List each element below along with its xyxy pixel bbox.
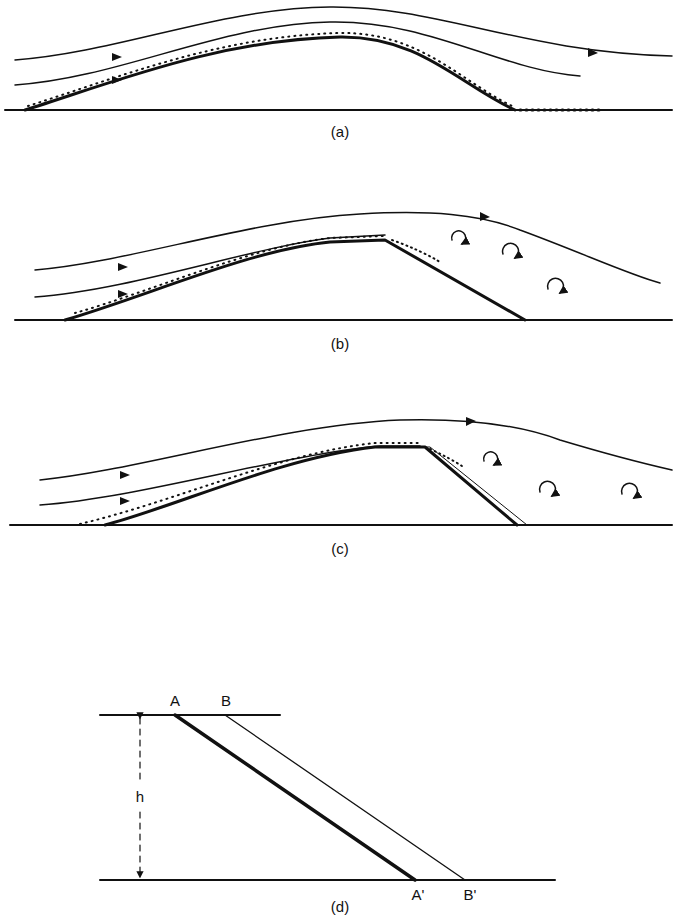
dune-profile [65,240,525,320]
flow-arrowhead [118,290,128,298]
panel-label: (c) [329,540,351,557]
flow-arrowhead [112,53,122,61]
panel-d [100,715,555,880]
panel-label: (d) [329,898,351,915]
flow-arrowhead [480,212,490,221]
flow-arrowhead [118,263,128,271]
height-dimension [139,812,140,877]
streamline [35,235,385,297]
slip-face-initial [175,715,415,880]
flow-arrowhead [112,76,122,84]
advanced-slip-face [425,447,527,525]
point-label: A [168,692,182,709]
eddy [622,483,638,498]
eddy [548,278,564,293]
point-label: B [219,692,233,709]
height-dimension [139,718,140,780]
crest-line [100,714,280,716]
dimension-label: h [134,788,146,805]
grain-fall [392,240,440,262]
panel-label: (a) [329,123,351,140]
streamline [40,420,672,480]
eddy [540,481,556,496]
point-label: A' [410,886,427,903]
ground-line [5,109,672,111]
saltation-grains [520,109,600,112]
flow-arrowhead [466,417,476,426]
slip-face-advanced [225,715,465,880]
ground-line [15,319,672,321]
streamline [15,22,580,85]
streamline [35,213,660,283]
streamline [15,7,672,60]
streamline [40,446,420,505]
panel-label: (b) [329,335,351,352]
point-label: B' [462,886,479,903]
eddy [452,231,466,244]
saltation-grains [28,33,512,106]
panel-b [15,212,672,320]
eddy [503,243,519,258]
ground-line [100,879,555,881]
saltation-grains [75,236,383,313]
flow-arrowhead [120,471,130,479]
eddy [484,452,498,465]
panel-c [10,417,672,525]
flow-arrowhead [120,497,130,505]
saltation-grains [80,443,422,524]
flow-arrowhead [588,48,598,57]
grain-fall [430,449,465,468]
panel-a [5,7,672,110]
